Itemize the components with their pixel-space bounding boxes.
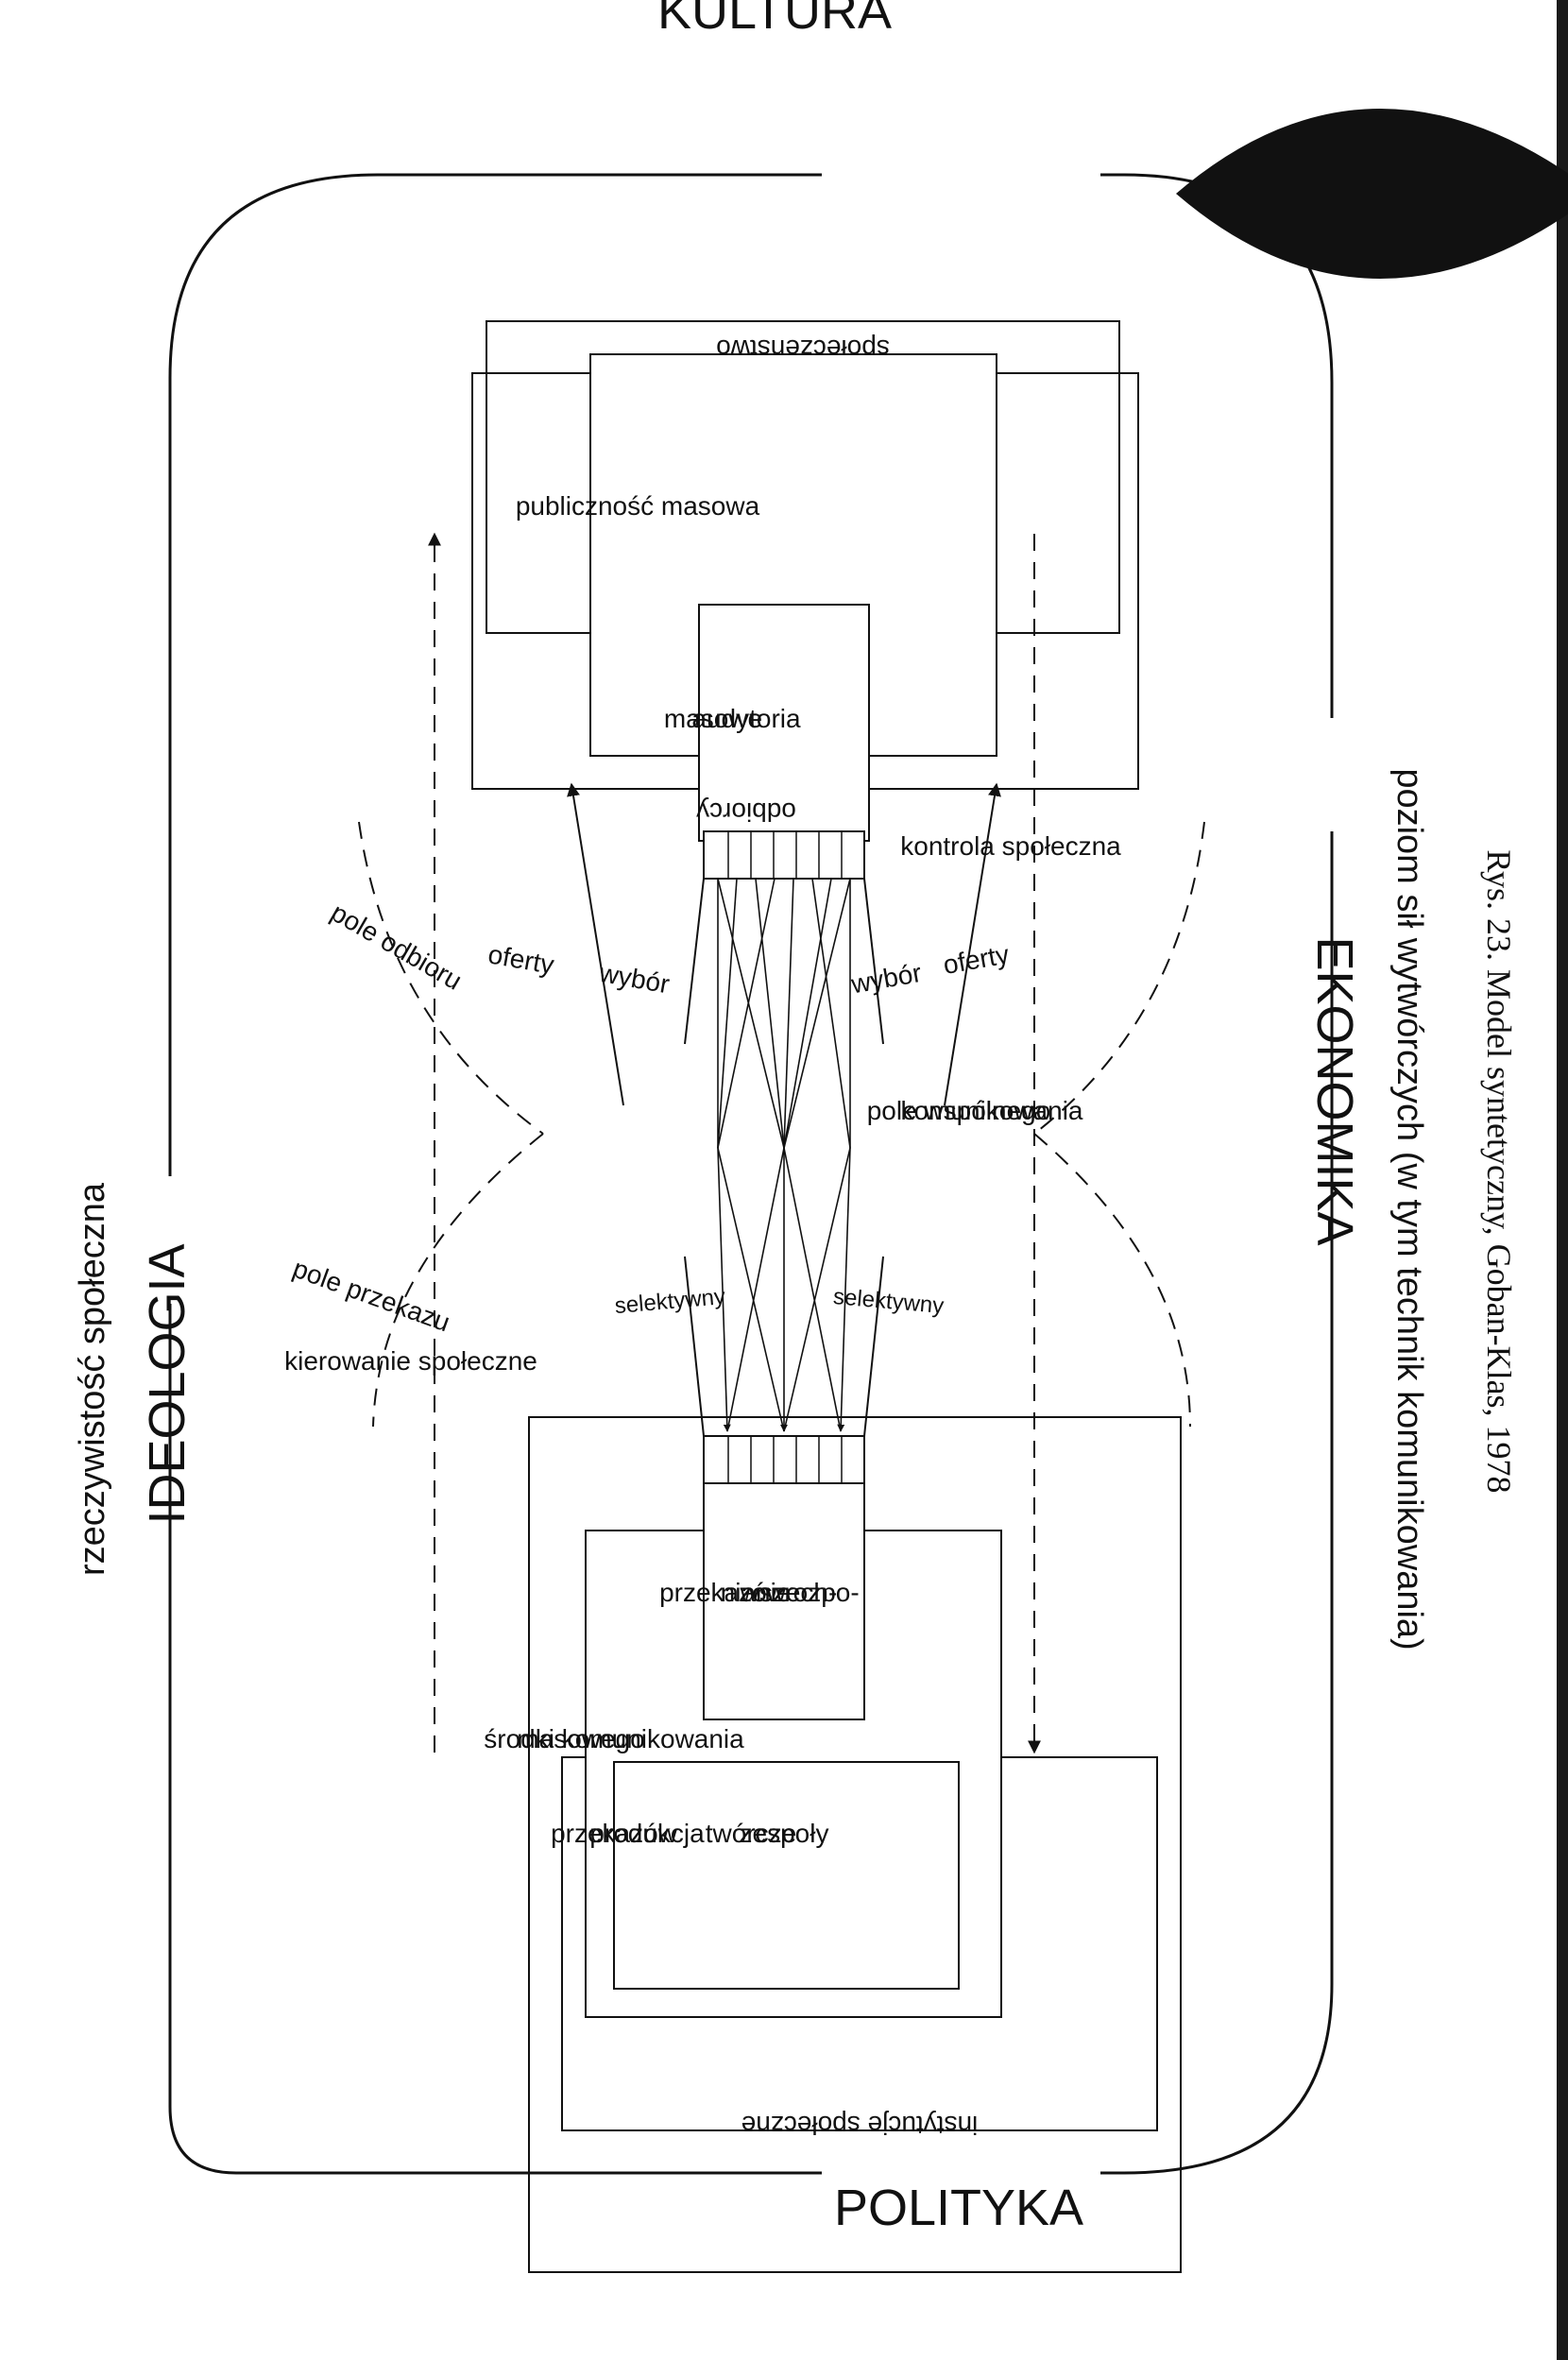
label-przekazow: przekazów <box>551 1819 678 1848</box>
selection-lines <box>717 878 851 1149</box>
przekazy-grid-lines <box>727 1436 843 1483</box>
oferty-arrow-top <box>944 782 1001 1106</box>
label-oferty-bottom: oferty <box>941 939 1011 980</box>
label-srodki: środki komunikowania <box>484 1724 744 1753</box>
label-rozpo: rozpo- <box>784 1578 859 1607</box>
distribution-arrows <box>717 1147 851 1432</box>
label-audytoria: audytoria <box>691 704 801 733</box>
przekazy-grid <box>703 1435 865 1484</box>
label-ekonomika: EKONOMIKA <box>1306 936 1363 1245</box>
label-rzeczywistosc: rzeczywistość społeczna <box>73 1182 112 1576</box>
label-odbiorcy: odbiorcy <box>696 797 796 827</box>
label-kierowanie: kierowanie społeczne <box>284 1346 537 1376</box>
label-przekazow2: przekazów <box>659 1578 787 1607</box>
label-produkcja: produkcja <box>589 1819 705 1848</box>
label-selektywny-bottom: selektywny <box>832 1284 945 1319</box>
label-wybor-bottom: wybór <box>848 958 924 1000</box>
label-pole-odbioru: pole odbioru <box>326 898 467 996</box>
scan-edge <box>1557 0 1568 2360</box>
shared-communication-field <box>1176 109 1568 279</box>
label-publicznosc: publiczność masowa <box>516 491 760 521</box>
label-ideologia: IDEOLOGIA <box>139 1243 196 1524</box>
odbiorcy-grid-lines <box>727 831 843 879</box>
label-kultura: KULTURA <box>657 0 892 40</box>
label-instytucje: instytucje społeczne <box>741 2111 979 2140</box>
diagram: KULTURA IDEOLOGIA POLITYKA EKONOMIKA rze… <box>73 0 1568 2273</box>
label-zespoly: zespoły <box>740 1819 829 1848</box>
produkcja-box <box>613 1761 960 1990</box>
funnel-lines <box>684 878 884 1437</box>
dashed-fields <box>358 821 1205 1428</box>
label-masowego: masowego <box>517 1724 644 1753</box>
central-eye <box>418 1101 669 1573</box>
odbiorcy-grid <box>703 830 865 880</box>
label-poziom: poziom sił wytwórczych (w tym technik ko… <box>1389 768 1429 1650</box>
figure-caption: Rys. 23. Model syntetyczny, Goban-Klas, … <box>1480 849 1518 1493</box>
label-wszech: wszech- <box>740 1578 838 1607</box>
label-nianie: nianie <box>721 1578 792 1607</box>
label-komunikowania: komunikowania <box>901 1096 1083 1125</box>
label-tworcze: twórcze <box>706 1819 796 1848</box>
label-pole-wspolnego: pole wspólnego <box>867 1096 1051 1125</box>
label-selektywny-top: selektywny <box>614 1284 726 1319</box>
oferty-arrow-bottom <box>567 782 624 1106</box>
srodki-box <box>528 1416 1182 2273</box>
label-wybor-top: wybór <box>596 958 672 1000</box>
label-masowe: masowe <box>664 704 762 733</box>
label-pole-przekazu: pole przekazu <box>289 1254 453 1338</box>
label-oferty-top: oferty <box>486 939 555 980</box>
label-polityka: POLITYKA <box>834 2180 1083 2236</box>
label-kontrola: kontrola społeczna <box>900 831 1121 861</box>
